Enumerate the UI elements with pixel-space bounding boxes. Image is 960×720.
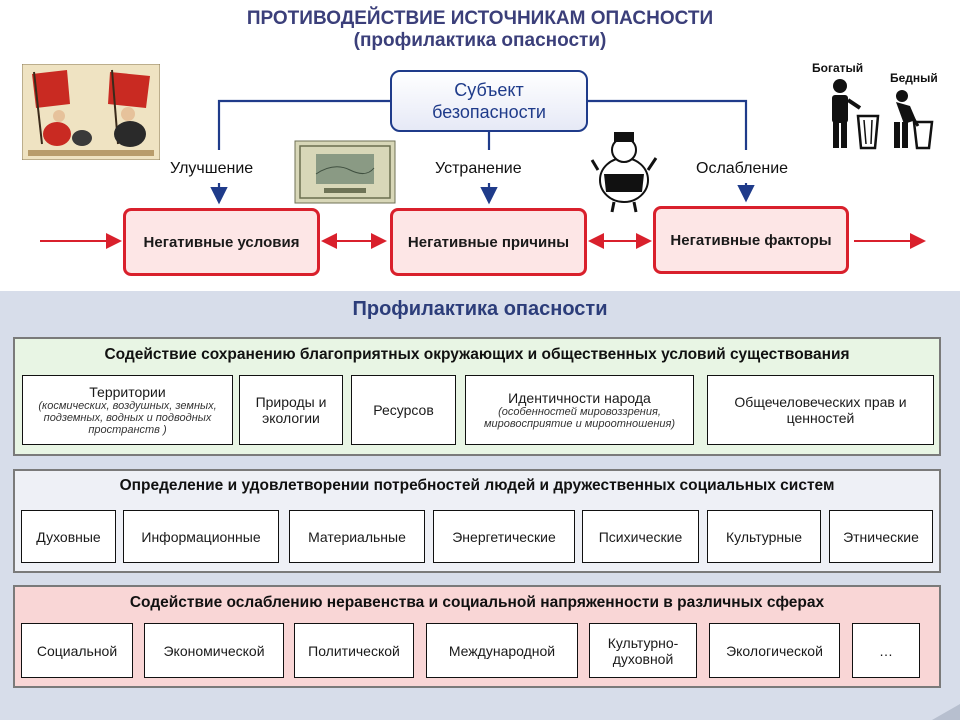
action-weakening: Ослабление (696, 160, 789, 177)
sphere-economic: Экономической (144, 623, 284, 678)
page-subtitle: (профилактика опасности) (353, 30, 607, 51)
need-energy: Энергетические (433, 510, 575, 563)
page-corner-fold (932, 704, 960, 720)
need-cultural: Культурные (707, 510, 821, 563)
rich-man-trash-icon (832, 79, 880, 150)
banknote-image (294, 140, 396, 204)
poor-label: Бедный (890, 71, 938, 85)
sphere-social: Социальной (21, 623, 133, 678)
rich-label: Богатый (812, 61, 864, 75)
poster-image (22, 64, 160, 160)
need-material: Материальные (289, 510, 425, 563)
item-identity-label: Идентичности народа (508, 390, 651, 406)
item-territory-note: (космических, воздушных, земных, подземн… (38, 400, 217, 436)
panel-favorable-conditions-title: Содействие сохранению благоприятных окру… (104, 346, 850, 363)
item-human-rights: Общечеловеческих прав и ценностей (707, 375, 934, 445)
need-psychological: Психические (582, 510, 699, 563)
subject-security-box: Субъект безопасности (390, 70, 588, 132)
panel-needs-title: Определение и удовлетворении потребносте… (119, 477, 835, 494)
item-territory-label: Территории (89, 384, 166, 400)
flow-arrows (40, 99, 926, 249)
item-identity: Идентичности народа (особенностей мирово… (465, 375, 694, 445)
action-elimination: Устранение (435, 160, 522, 177)
action-improvement: Улучшение (170, 160, 254, 177)
page-title: ПРОТИВОДЕЙСТВИЕ ИСТОЧНИКАМ ОПАСНОСТИ (246, 8, 714, 29)
sphere-cultural-spiritual: Культурно-духовной (589, 623, 697, 678)
negative-causes-box: Негативные причины (390, 208, 587, 276)
need-informational: Информационные (123, 510, 279, 563)
item-territory: Территории (космических, воздушных, земн… (22, 375, 233, 445)
sphere-more: … (852, 623, 920, 678)
caricature-image (590, 132, 658, 213)
sphere-political: Политической (294, 623, 414, 678)
subject-connector (210, 99, 755, 205)
negative-conditions-box: Негативные условия (123, 208, 320, 276)
item-resources: Ресурсов (351, 375, 456, 445)
prevention-title: Профилактика опасности (352, 298, 608, 320)
item-identity-note: (особенностей мировоззрения, мировосприя… (483, 406, 676, 430)
panel-inequality-title: Содействие ослаблению неравенства и соци… (129, 594, 825, 611)
poor-man-trash-icon (894, 90, 934, 150)
item-resources-label: Ресурсов (373, 402, 434, 418)
need-spiritual: Духовные (21, 510, 116, 563)
item-human-rights-label: Общечеловеческих прав и ценностей (734, 394, 907, 426)
sphere-ecological: Экологической (709, 623, 840, 678)
negative-factors-box: Негативные факторы (653, 206, 849, 274)
need-ethnic: Этнические (829, 510, 933, 563)
item-nature-ecology: Природы и экологии (239, 375, 343, 445)
item-nature-ecology-label: Природы и экологии (255, 394, 327, 426)
sphere-international: Международной (426, 623, 578, 678)
